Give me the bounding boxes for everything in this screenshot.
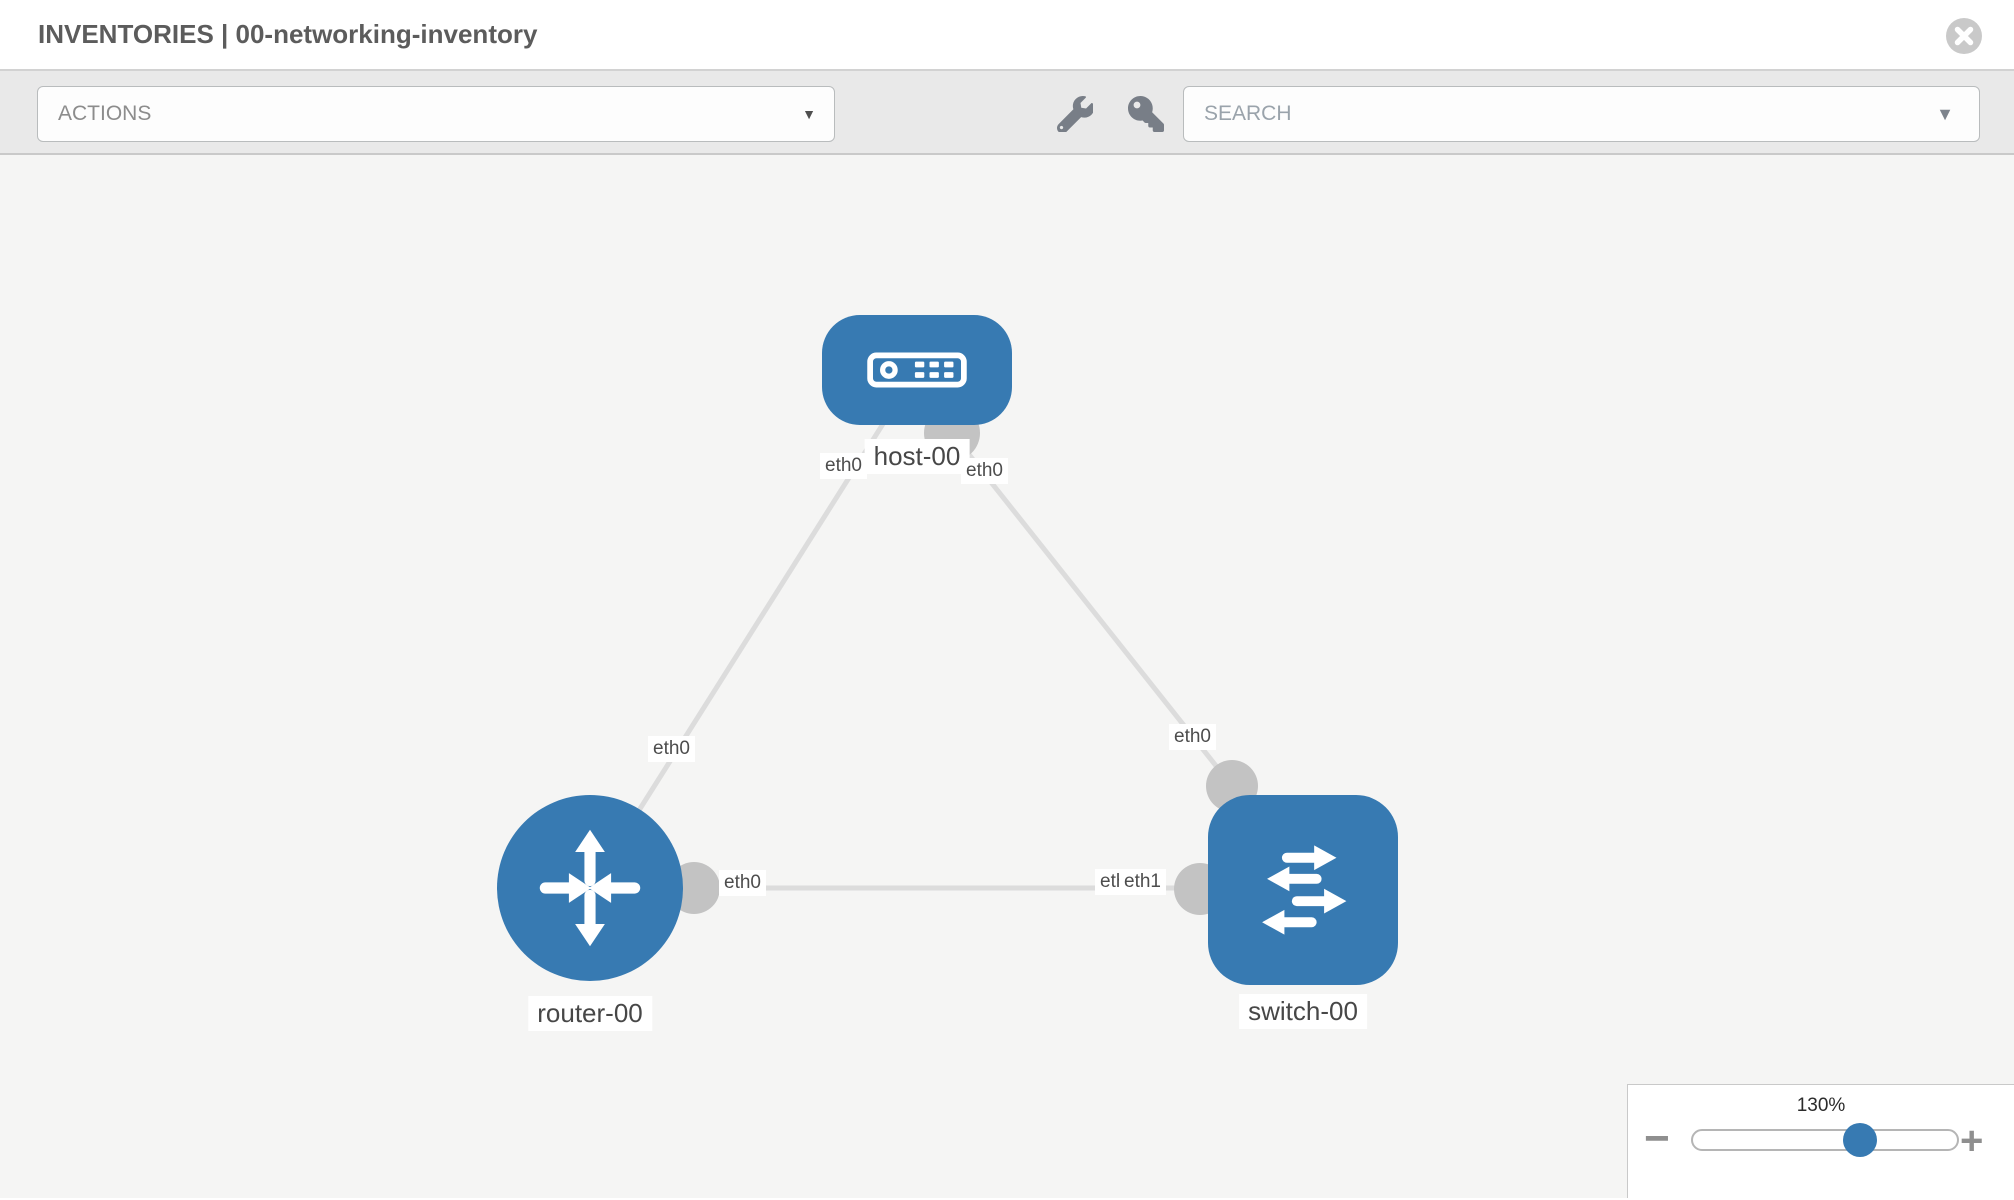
iface-label-switch-left-eth1: eth1 [1119,869,1166,895]
search-placeholder: SEARCH [1204,102,1292,125]
zoom-control-panel: 130% − + [1627,1084,2014,1198]
topology-canvas[interactable]: host-00 router-00 switch-00 eth0 eth0 et… [0,155,2014,1198]
iface-label-router-right: eth0 [719,870,766,896]
iface-label-router-host-link: eth0 [648,736,695,762]
node-router-00[interactable] [497,795,683,981]
zoom-in-button[interactable]: + [1960,1119,1984,1163]
iface-label-switch-top: eth0 [1169,724,1216,750]
configure-button[interactable] [1055,95,1095,135]
node-label-host: host-00 [864,439,970,474]
router-icon [539,829,641,947]
search-dropdown[interactable]: SEARCH ▼ [1183,86,1980,142]
node-label-switch: switch-00 [1239,994,1367,1029]
node-switch-00[interactable] [1208,795,1398,985]
iface-label-host-left: eth0 [820,453,867,479]
switch-icon [1262,845,1347,935]
actions-dropdown[interactable]: ACTIONS ▼ [37,86,835,142]
zoom-out-button[interactable]: − [1644,1114,1670,1163]
chevron-down-icon: ▼ [1936,104,1954,124]
node-label-router: router-00 [528,996,652,1031]
page-title: INVENTORIES | 00-networking-inventory [38,19,538,49]
credentials-button[interactable] [1126,95,1166,135]
actions-dropdown-label: ACTIONS [58,102,152,125]
zoom-level: 130% [1796,1095,1846,1116]
header: INVENTORIES | 00-networking-inventory [0,0,2014,71]
toolbar: ACTIONS ▼ SEARCH ▼ [0,71,2014,155]
close-icon [1946,18,1982,54]
host-icon [867,352,967,388]
topology-graph [587,368,1258,915]
zoom-slider-handle[interactable] [1843,1123,1877,1157]
wrench-icon [1057,95,1095,133]
iface-label-host-right: eth0 [961,458,1008,484]
zoom-slider-track[interactable] [1691,1129,1959,1151]
chevron-down-icon: ▼ [802,106,816,122]
close-button[interactable] [1945,17,1983,55]
node-host-00[interactable] [822,315,1012,425]
key-icon [1128,95,1164,132]
